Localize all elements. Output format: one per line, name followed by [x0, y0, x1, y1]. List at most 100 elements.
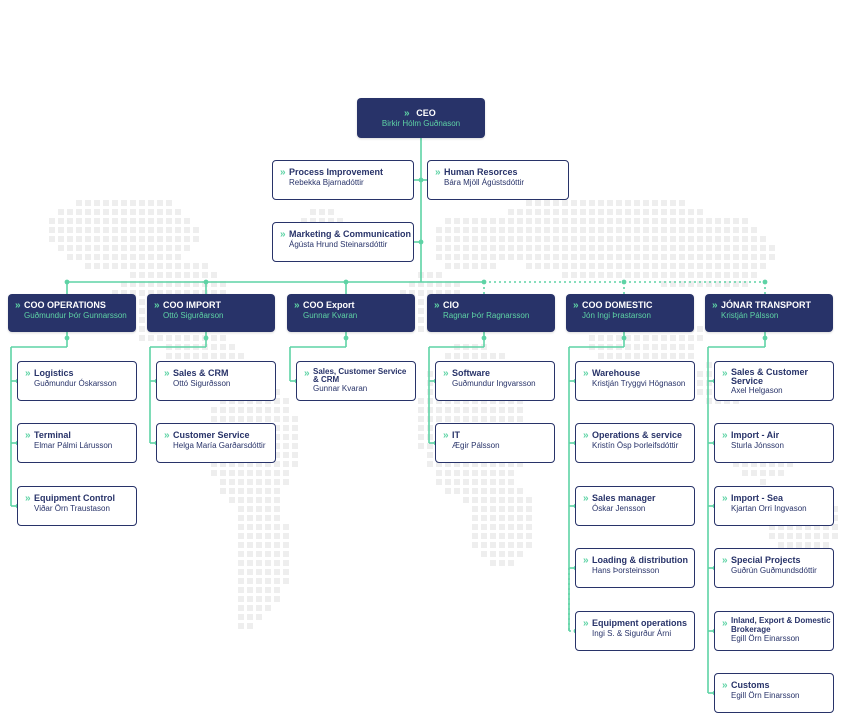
unit-box-import-air[interactable]: » Import - Air Sturla Jónsson	[714, 423, 834, 463]
unit-name: Elmar Pálmi Lárusson	[34, 441, 113, 450]
map-dot	[292, 452, 298, 458]
map-dot	[688, 236, 694, 242]
map-dot	[85, 245, 91, 251]
map-dot	[238, 587, 244, 593]
map-dot	[760, 245, 766, 251]
map-dot	[616, 254, 622, 260]
unit-box-operations-service[interactable]: » Operations & service Kristín Ösp Þorle…	[575, 423, 695, 463]
map-dot	[715, 218, 721, 224]
map-dot	[481, 515, 487, 521]
map-dot	[283, 569, 289, 575]
unit-box-sales-manager[interactable]: » Sales manager Óskar Jensson	[575, 486, 695, 526]
map-dot	[490, 398, 496, 404]
map-dot	[472, 236, 478, 242]
map-dot	[211, 353, 217, 359]
map-dot	[328, 218, 334, 224]
map-dot	[256, 461, 262, 467]
unit-box-customs[interactable]: » Customs Egill Örn Einarsson	[714, 673, 834, 713]
map-dot	[211, 281, 217, 287]
map-dot	[175, 218, 181, 224]
unit-box-it[interactable]: » IT Ægir Pálsson	[435, 423, 555, 463]
map-dot	[499, 254, 505, 260]
map-dot	[553, 254, 559, 260]
unit-box-software[interactable]: » Software Guðmundur Ingvarsson	[435, 361, 555, 401]
map-dot	[283, 542, 289, 548]
map-dot	[589, 218, 595, 224]
map-dot	[454, 245, 460, 251]
map-dot	[760, 461, 766, 467]
map-dot	[742, 281, 748, 287]
map-dot	[67, 218, 73, 224]
division-box-coo-domestic[interactable]: » COO DOMESTIC Jón Ingi Þrastarson	[566, 294, 694, 332]
unit-box-logistics[interactable]: » Logistics Guðmundur Óskarsson	[17, 361, 137, 401]
map-dot	[418, 326, 424, 332]
map-dot	[256, 578, 262, 584]
division-box-jonar-transport[interactable]: » JÓNAR TRANSPORT Kristján Pálsson	[705, 294, 833, 332]
unit-box-sales-customer-service-crm[interactable]: » Sales, Customer Service & CRM Gunnar K…	[296, 361, 416, 401]
unit-box-customer-service[interactable]: » Customer Service Helga María Garðarsdó…	[156, 423, 276, 463]
map-dot	[265, 596, 271, 602]
map-dot	[256, 497, 262, 503]
map-dot	[436, 254, 442, 260]
map-dot	[751, 461, 757, 467]
unit-box-special-projects[interactable]: » Special Projects Guðrún Guðmundsdóttir	[714, 548, 834, 588]
map-dot	[229, 479, 235, 485]
map-dot	[211, 416, 217, 422]
map-dot	[715, 281, 721, 287]
map-dot	[463, 353, 469, 359]
map-dot	[490, 263, 496, 269]
map-dot	[112, 254, 118, 260]
map-dot	[184, 236, 190, 242]
map-dot	[508, 470, 514, 476]
division-box-cio[interactable]: » CIO Ragnar Þór Ragnarsson	[427, 294, 555, 332]
map-dot	[139, 317, 145, 323]
map-dot	[724, 398, 730, 404]
map-dot	[508, 506, 514, 512]
map-dot	[283, 443, 289, 449]
map-dot	[148, 245, 154, 251]
unit-box-equipment-operations[interactable]: » Equipment operations Ingi S. & Sigurðu…	[575, 611, 695, 651]
division-box-coo-operations[interactable]: » COO OPERATIONS Guðmundur Þór Gunnarsso…	[8, 294, 136, 332]
staff-box-process-improvement[interactable]: » Process Improvement Rebekka Bjarnadótt…	[272, 160, 414, 200]
unit-box-import-sea[interactable]: » Import - Sea Kjartan Orri Ingvason	[714, 486, 834, 526]
map-dot	[130, 245, 136, 251]
map-dot	[472, 227, 478, 233]
map-dot	[445, 461, 451, 467]
staff-box-human-resources[interactable]: » Human Resorces Bára Mjöll Ágústsdóttir	[427, 160, 569, 200]
unit-title: Sales manager	[592, 493, 656, 503]
map-dot	[337, 218, 343, 224]
division-title: COO Export	[303, 300, 355, 310]
map-dot	[472, 254, 478, 260]
map-dot	[310, 209, 316, 215]
unit-box-loading-distribution[interactable]: » Loading & distribution Hans Þorsteinss…	[575, 548, 695, 588]
map-dot	[94, 209, 100, 215]
division-box-coo-export[interactable]: » COO Export Gunnar Kvaran	[287, 294, 415, 332]
staff-box-marketing-communication[interactable]: » Marketing & Communication Ágústa Hrund…	[272, 222, 414, 262]
division-box-coo-import[interactable]: » COO IMPORT Ottó Sigurðarson	[147, 294, 275, 332]
map-dot	[445, 470, 451, 476]
map-dot	[274, 398, 280, 404]
double-chevron-right-icon: »	[154, 300, 159, 311]
division-title: JÓNAR TRANSPORT	[721, 300, 812, 310]
unit-box-sales-customer-service[interactable]: » Sales & Customer Service Axel Helgason	[714, 361, 834, 401]
map-dot	[670, 227, 676, 233]
map-dot	[283, 416, 289, 422]
map-dot	[490, 245, 496, 251]
map-dot	[517, 533, 523, 539]
unit-box-warehouse[interactable]: » Warehouse Kristján Tryggvi Högnason	[575, 361, 695, 401]
unit-box-sales-crm[interactable]: » Sales & CRM Ottó Sigurðsson	[156, 361, 276, 401]
unit-title: Equipment operations	[592, 618, 688, 628]
map-dot	[94, 200, 100, 206]
map-dot	[76, 227, 82, 233]
map-dot	[292, 461, 298, 467]
map-dot	[643, 245, 649, 251]
ceo-box[interactable]: » CEO Birkir Hólm Guðnason	[357, 98, 485, 138]
unit-box-terminal[interactable]: » Terminal Elmar Pálmi Lárusson	[17, 423, 137, 463]
map-dot	[202, 263, 208, 269]
unit-box-equipment-control[interactable]: » Equipment Control Viðar Örn Traustason	[17, 486, 137, 526]
map-dot	[454, 470, 460, 476]
map-dot	[751, 254, 757, 260]
map-dot	[616, 245, 622, 251]
map-dot	[274, 389, 280, 395]
unit-box-inland-export-domestic-brokerage[interactable]: » Inland, Export & Domestic Brokerage Eg…	[714, 611, 834, 651]
